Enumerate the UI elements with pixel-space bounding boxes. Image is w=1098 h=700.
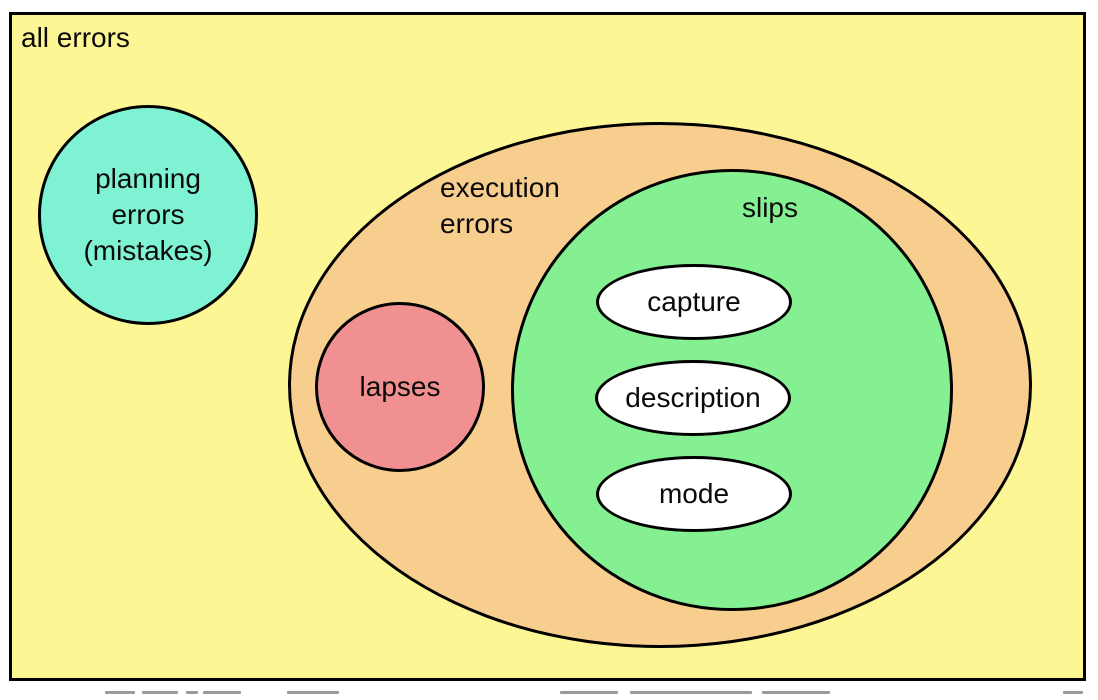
planning-errors-label: planning errors (mistakes) — [83, 161, 212, 269]
execution-errors-label: execution errors — [440, 170, 560, 242]
lapses-label: lapses — [359, 371, 441, 402]
capture-label: capture — [647, 286, 741, 317]
mode-label: mode — [658, 478, 730, 509]
slip-type-description: description — [595, 360, 791, 436]
planning-errors-label-line1: planning — [95, 163, 201, 194]
execution-errors-label-line1: execution — [440, 172, 560, 203]
slips-label: slips — [741, 192, 798, 223]
description-label: description — [625, 382, 761, 413]
cropped-caption-fragments — [0, 691, 1098, 700]
planning-errors-set: planning errors (mistakes) — [38, 105, 258, 325]
slip-type-mode: mode — [596, 456, 792, 532]
execution-errors-label-line2: errors — [440, 208, 514, 239]
planning-errors-label-line2: errors — [111, 199, 185, 230]
all-errors-label: all errors — [21, 22, 130, 53]
slip-type-capture: capture — [596, 264, 792, 340]
lapses-set: lapses — [315, 302, 485, 472]
planning-errors-label-line3: (mistakes) — [83, 235, 213, 266]
